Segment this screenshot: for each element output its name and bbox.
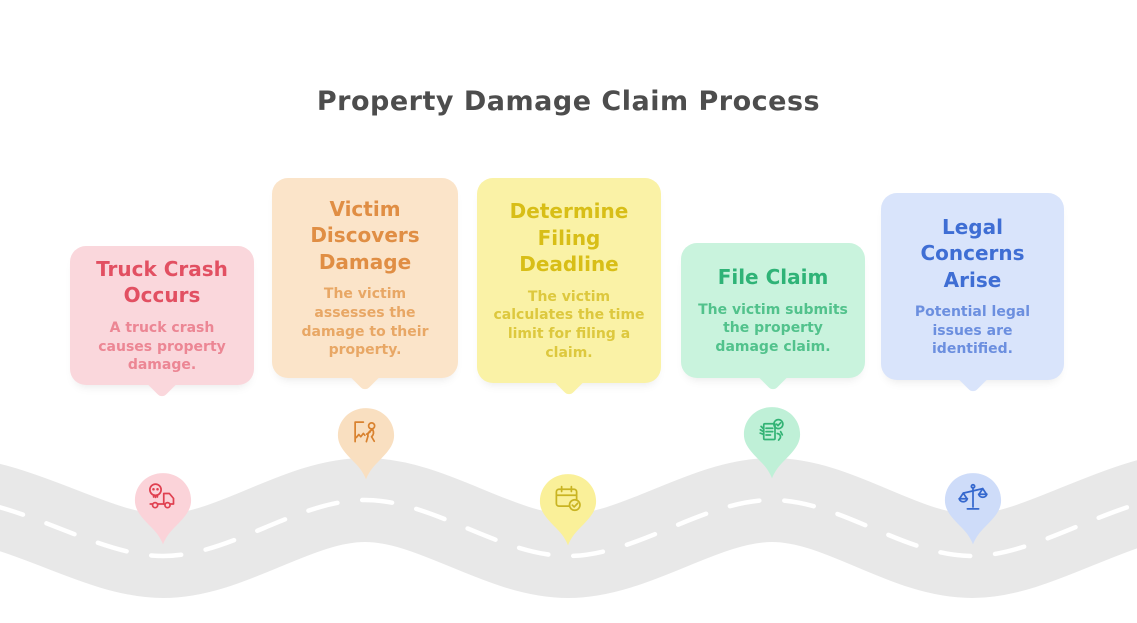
step-card-determine-filing-deadline: Determine Filing Deadline The victim cal… (477, 178, 661, 397)
step-title: Victim Discovers Damage (310, 196, 420, 274)
pin-truck-crash (132, 470, 194, 548)
step-title: Determine Filing Deadline (509, 199, 629, 277)
pin-shape (134, 473, 192, 545)
truck-crash-icon (145, 480, 181, 516)
pin-shape (539, 474, 597, 546)
person-damage-icon (348, 415, 384, 451)
step-description: The victim calculates the time limit for… (493, 288, 645, 361)
step-description: The victim submits the property damage c… (698, 301, 848, 356)
pin-shape (337, 408, 395, 480)
step-card-file-claim: File Claim The victim submits the proper… (681, 243, 865, 392)
page-title: Property Damage Claim Process (316, 86, 821, 117)
step-title: Legal Concerns Arise (920, 214, 1025, 292)
pin-victim-discovers (335, 405, 397, 483)
step-description: A truck crash causes property damage. (98, 319, 226, 374)
step-card-truck-crash-occurs: Truck Crash Occurs A truck crash causes … (70, 246, 254, 399)
pin-file-claim (741, 404, 803, 482)
step-title: File Claim (717, 265, 829, 290)
pin-filing-deadline (537, 471, 599, 549)
calendar-check-icon (550, 481, 586, 517)
justice-scales-icon (955, 480, 991, 516)
step-title: Truck Crash Occurs (96, 256, 228, 308)
step-card-victim-discovers-damage: Victim Discovers Damage The victim asses… (272, 178, 458, 392)
step-description: Potential legal issues are identified. (914, 303, 1031, 358)
claim-document-icon (754, 414, 790, 450)
road-centerline (0, 497, 1137, 559)
pin-legal-concerns (942, 470, 1004, 548)
step-description: The victim assesses the damage to their … (301, 286, 429, 359)
step-card-legal-concerns-arise: Legal Concerns Arise Potential legal iss… (881, 193, 1064, 394)
pin-shape (743, 407, 801, 479)
